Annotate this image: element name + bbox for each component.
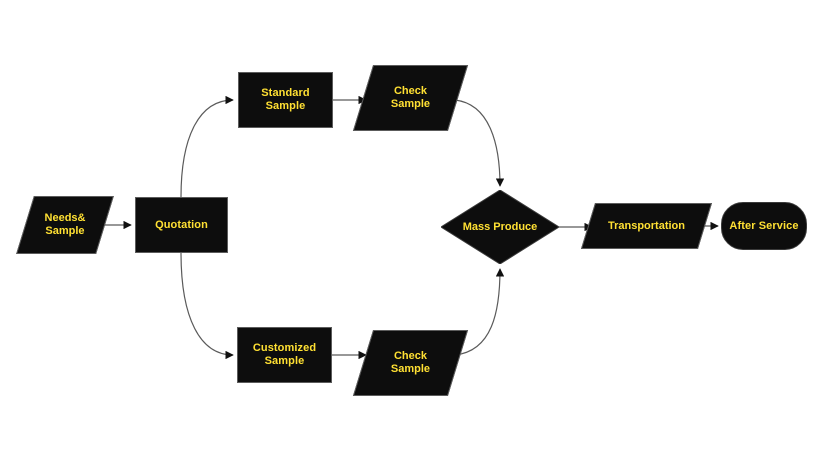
check-sample-bottom-label: Check Sample [390,350,431,375]
node-mass-produce[interactable]: Mass Produce [441,190,559,264]
quotation-label: Quotation [155,218,208,231]
node-transportation[interactable]: Transportation [580,203,713,249]
node-customized-sample[interactable]: Customized Sample [237,327,332,383]
node-check-sample-top[interactable]: Check Sample [352,65,469,131]
node-after-service[interactable]: After Service [721,202,807,250]
node-quotation[interactable]: Quotation [135,197,228,253]
node-standard-sample[interactable]: Standard Sample [238,72,333,128]
standard-sample-label: Standard Sample [261,87,310,112]
customized-sample-label: Customized Sample [252,342,317,367]
after-service-label: After Service [729,219,799,232]
node-check-sample-bottom[interactable]: Check Sample [352,330,469,396]
edge-quotation-to-standard-sample [180,95,234,198]
edge-quotation-to-customized-sample [180,252,234,360]
node-needs-sample[interactable]: Needs& Sample [16,196,114,254]
check-sample-top-label: Check Sample [390,85,431,110]
needs-sample-label: Needs& Sample [44,212,86,237]
mass-produce-label: Mass Produce [462,221,538,233]
edge-check-sample-bot-to-mass-produce [454,268,505,356]
mass-produce-shape [441,190,559,264]
edge-check-sample-top-to-mass-produce [454,99,505,187]
transportation-label: Transportation [607,219,685,232]
